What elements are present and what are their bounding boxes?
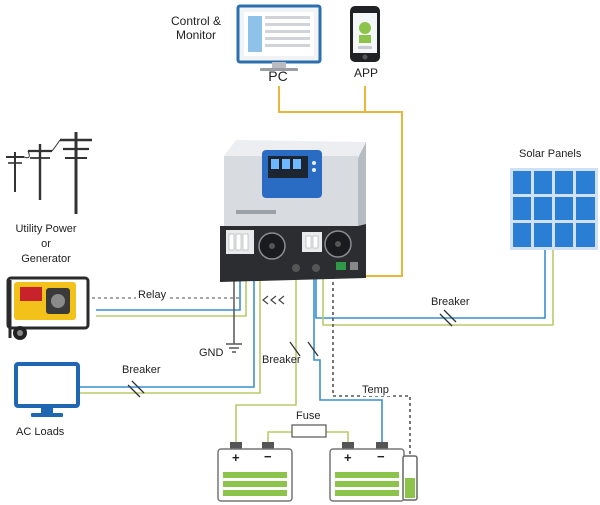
ac-loads-label: AC Loads — [16, 426, 65, 438]
utility-line2: or — [41, 238, 51, 250]
breaker-center-label: Breaker — [262, 354, 301, 366]
ac-loads-monitor-icon — [14, 362, 80, 417]
breaker-left-symbol — [127, 380, 145, 398]
control-monitor-line2: Monitor — [175, 28, 216, 42]
control-monitor-line1: Control & — [170, 14, 222, 28]
solar-wiring — [315, 250, 554, 326]
battery-left — [217, 442, 293, 502]
relay-label: Relay — [136, 289, 169, 301]
battery-right-plus: + — [344, 450, 352, 465]
pc-monitor-icon — [236, 4, 322, 71]
utility-label: Utility Power or Generator — [15, 222, 76, 267]
phone-app-icon — [350, 6, 380, 62]
fuse-symbol — [291, 424, 327, 438]
ac-load-wiring — [80, 270, 261, 394]
pc-label: PC — [268, 68, 288, 84]
fuse-label: Fuse — [296, 410, 321, 422]
utility-line1: Utility Power — [15, 223, 77, 235]
app-label: APP — [353, 66, 379, 80]
battery-left-minus: − — [264, 449, 272, 464]
utility-line3: Generator — [21, 253, 71, 265]
battery-right — [329, 442, 405, 502]
solar-panels-label: Solar Panels — [519, 148, 582, 160]
battery-left-plus: + — [232, 450, 240, 465]
breaker-right-label: Breaker — [431, 296, 470, 308]
breaker-center-symbol — [289, 341, 319, 357]
breaker-left-label: Breaker — [122, 364, 161, 376]
inverter-unit — [220, 140, 366, 282]
solar-panel-icon — [510, 168, 598, 250]
temp-label: Temp — [360, 384, 391, 396]
relay-arrows — [262, 295, 285, 305]
control-monitor-label: Control & Monitor — [171, 14, 221, 42]
gnd-wiring — [226, 270, 242, 353]
breaker-right-symbol — [439, 309, 457, 327]
temp-sensor-icon — [402, 455, 418, 501]
utility-poles-icon — [6, 132, 92, 214]
generator-icon — [6, 276, 90, 340]
battery-right-minus: − — [377, 449, 385, 464]
gnd-label: GND — [199, 347, 224, 359]
signal-wiring — [278, 86, 403, 277]
